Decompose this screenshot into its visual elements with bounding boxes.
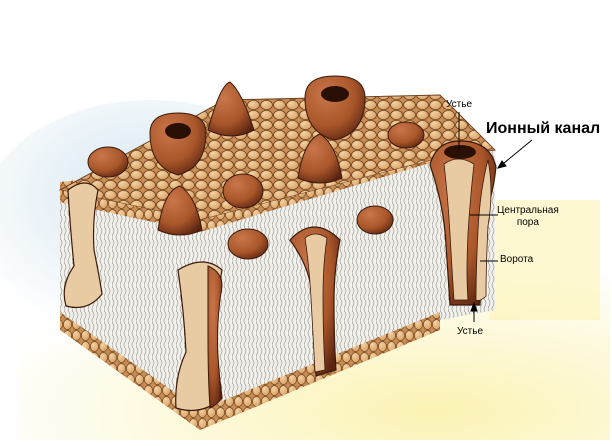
label-ion-channel: Ионный канал — [486, 120, 601, 137]
surface-proteins — [87, 75, 425, 260]
cutaway-proteins — [63, 140, 497, 411]
label-mouth-bottom: Устье — [457, 326, 484, 337]
label-central-pore: Центральная пора — [497, 205, 559, 228]
label-central-pore-line2: пора — [516, 216, 539, 228]
label-leaders — [458, 112, 533, 322]
label-gate: Ворота — [500, 254, 534, 265]
label-central-pore-line1: Центральная — [497, 205, 559, 216]
label-mouth-top: Устье — [446, 99, 473, 110]
